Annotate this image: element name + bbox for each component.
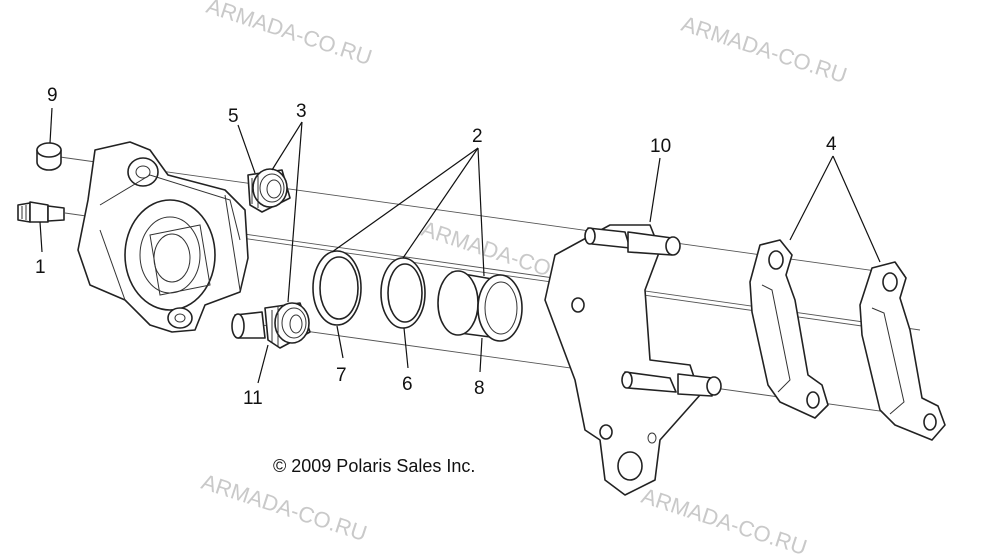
callout-1: 1 — [35, 257, 46, 278]
piston-seal-small — [380, 257, 426, 329]
callout-labels: 9 1 5 3 2 10 4 7 6 8 11 — [35, 85, 837, 409]
callout-8: 8 — [474, 378, 485, 399]
callout-2: 2 — [472, 126, 483, 147]
watermark-2: ARMADA-CO.RU — [678, 11, 850, 88]
watermark-1: ARMADA-CO.RU — [203, 0, 375, 70]
slide-pin — [231, 311, 266, 339]
mounting-bracket — [544, 224, 722, 496]
callout-3: 3 — [296, 101, 307, 122]
watermark-5: ARMADA-CO.RU — [638, 483, 810, 557]
bleeder-valve — [17, 201, 65, 223]
callout-6: 6 — [402, 374, 413, 395]
callout-7: 7 — [336, 365, 347, 386]
leader-lines — [39, 107, 881, 384]
upper-pin-boot — [247, 168, 291, 213]
piston-seal-large — [312, 250, 362, 326]
brake-pad-left — [749, 239, 829, 419]
lower-pin-boot — [264, 302, 311, 349]
callout-9: 9 — [47, 85, 58, 106]
callout-11: 11 — [243, 388, 263, 409]
bleeder-cap — [36, 142, 62, 171]
caliper-body — [77, 141, 249, 333]
callout-10: 10 — [650, 136, 671, 157]
brake-pad-right — [859, 261, 946, 441]
caliper-piston — [437, 270, 523, 342]
callout-5: 5 — [228, 106, 239, 127]
copyright-notice: © 2009 Polaris Sales Inc. — [273, 456, 475, 476]
callout-4: 4 — [826, 134, 837, 155]
watermark-4: ARMADA-CO.RU — [198, 469, 370, 546]
